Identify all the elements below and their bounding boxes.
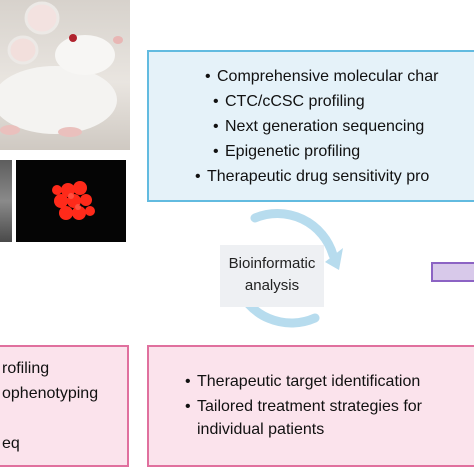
molecular-profiling-box: •Comprehensive molecular char •CTC/cCSC … bbox=[147, 50, 474, 202]
purple-box bbox=[431, 262, 474, 282]
bottom-item-2: individual patients bbox=[197, 421, 325, 438]
bottom-item-0: •Therapeutic target identification bbox=[185, 373, 421, 390]
fluorescent-spheroid-micrograph bbox=[16, 160, 126, 242]
left-line-1: ophenotyping bbox=[2, 385, 99, 402]
bioinformatic-analysis-box: Bioinformatic analysis bbox=[220, 245, 324, 307]
analysis-label: Bioinformatic analysis bbox=[228, 255, 316, 294]
top-item-3: •Epigenetic profiling bbox=[213, 143, 361, 160]
top-item-2: •Next generation sequencing bbox=[213, 118, 425, 135]
treatment-strategy-box: •Therapeutic target identification •Tail… bbox=[147, 345, 474, 467]
left-profiling-box: rofiling ophenotyping eq bbox=[0, 345, 129, 467]
left-line-0: rofiling bbox=[2, 360, 50, 377]
top-item-0: •Comprehensive molecular char bbox=[205, 68, 439, 85]
brightfield-micrograph bbox=[0, 160, 12, 242]
top-item-1: •CTC/cCSC profiling bbox=[213, 93, 365, 110]
mouse-photo bbox=[0, 0, 130, 150]
top-item-4: •Therapeutic drug sensitivity pro bbox=[195, 168, 430, 185]
left-line-3: eq bbox=[2, 435, 20, 452]
bottom-item-1: •Tailored treatment strategies for bbox=[185, 398, 422, 415]
